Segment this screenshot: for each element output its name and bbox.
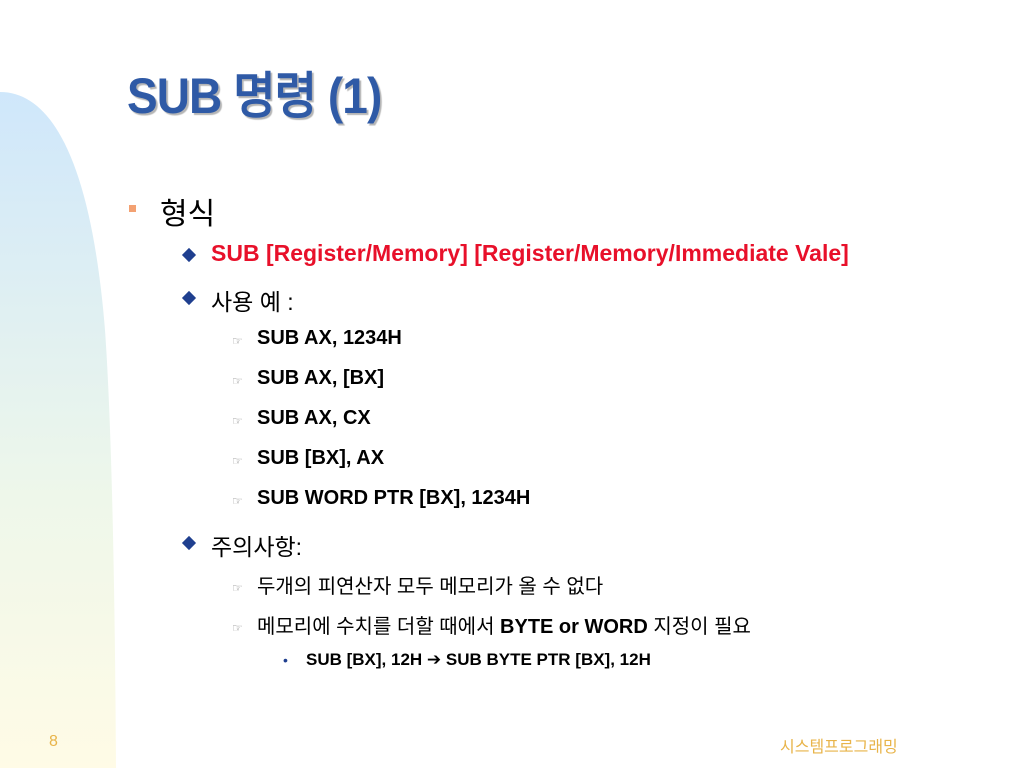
pointing-hand-icon: ☞: [232, 414, 243, 428]
example-item: SUB AX, 1234H: [257, 327, 402, 349]
caution-item: 두개의 피연산자 모두 메모리가 올 수 없다: [257, 576, 604, 598]
pointing-hand-icon: ☞: [232, 374, 243, 388]
pointing-hand-icon: ☞: [232, 581, 243, 595]
pointing-hand-icon: ☞: [232, 621, 243, 635]
sub-example: SUB [BX], 12H ➔ SUB BYTE PTR [BX], 12H: [306, 650, 651, 669]
caution-item-text: 지정이 필요: [647, 616, 751, 638]
usage-label: 사용 예 :: [211, 289, 294, 315]
course-name: 시스템프로그래밍: [780, 739, 898, 756]
level1-heading: 형식: [160, 198, 216, 231]
pointing-hand-icon: ☞: [232, 334, 243, 348]
pointing-hand-icon: ☞: [232, 454, 243, 468]
bullet-dot: •: [283, 652, 288, 668]
example-item: SUB [BX], AX: [257, 447, 385, 469]
example-item: SUB AX, [BX]: [257, 367, 385, 389]
page-number: 8: [49, 733, 58, 750]
caution-item-emphasis: BYTE or WORD: [500, 616, 648, 638]
caution-label: 주의사항:: [211, 534, 303, 560]
example-item: SUB WORD PTR [BX], 1234H: [257, 487, 531, 509]
pointing-hand-icon: ☞: [232, 494, 243, 508]
example-item: SUB AX, CX: [257, 407, 371, 429]
caution-item-text: 메모리에 수치를 더할 때에서: [257, 616, 501, 638]
bullet-square: [129, 205, 136, 212]
slide-title: SUB 명령 (1): [127, 68, 382, 124]
caution-item: 메모리에 수치를 더할 때에서 BYTE or WORD 지정이 필요: [257, 610, 751, 639]
format-syntax: SUB [Register/Memory] [Register/Memory/I…: [211, 240, 849, 266]
